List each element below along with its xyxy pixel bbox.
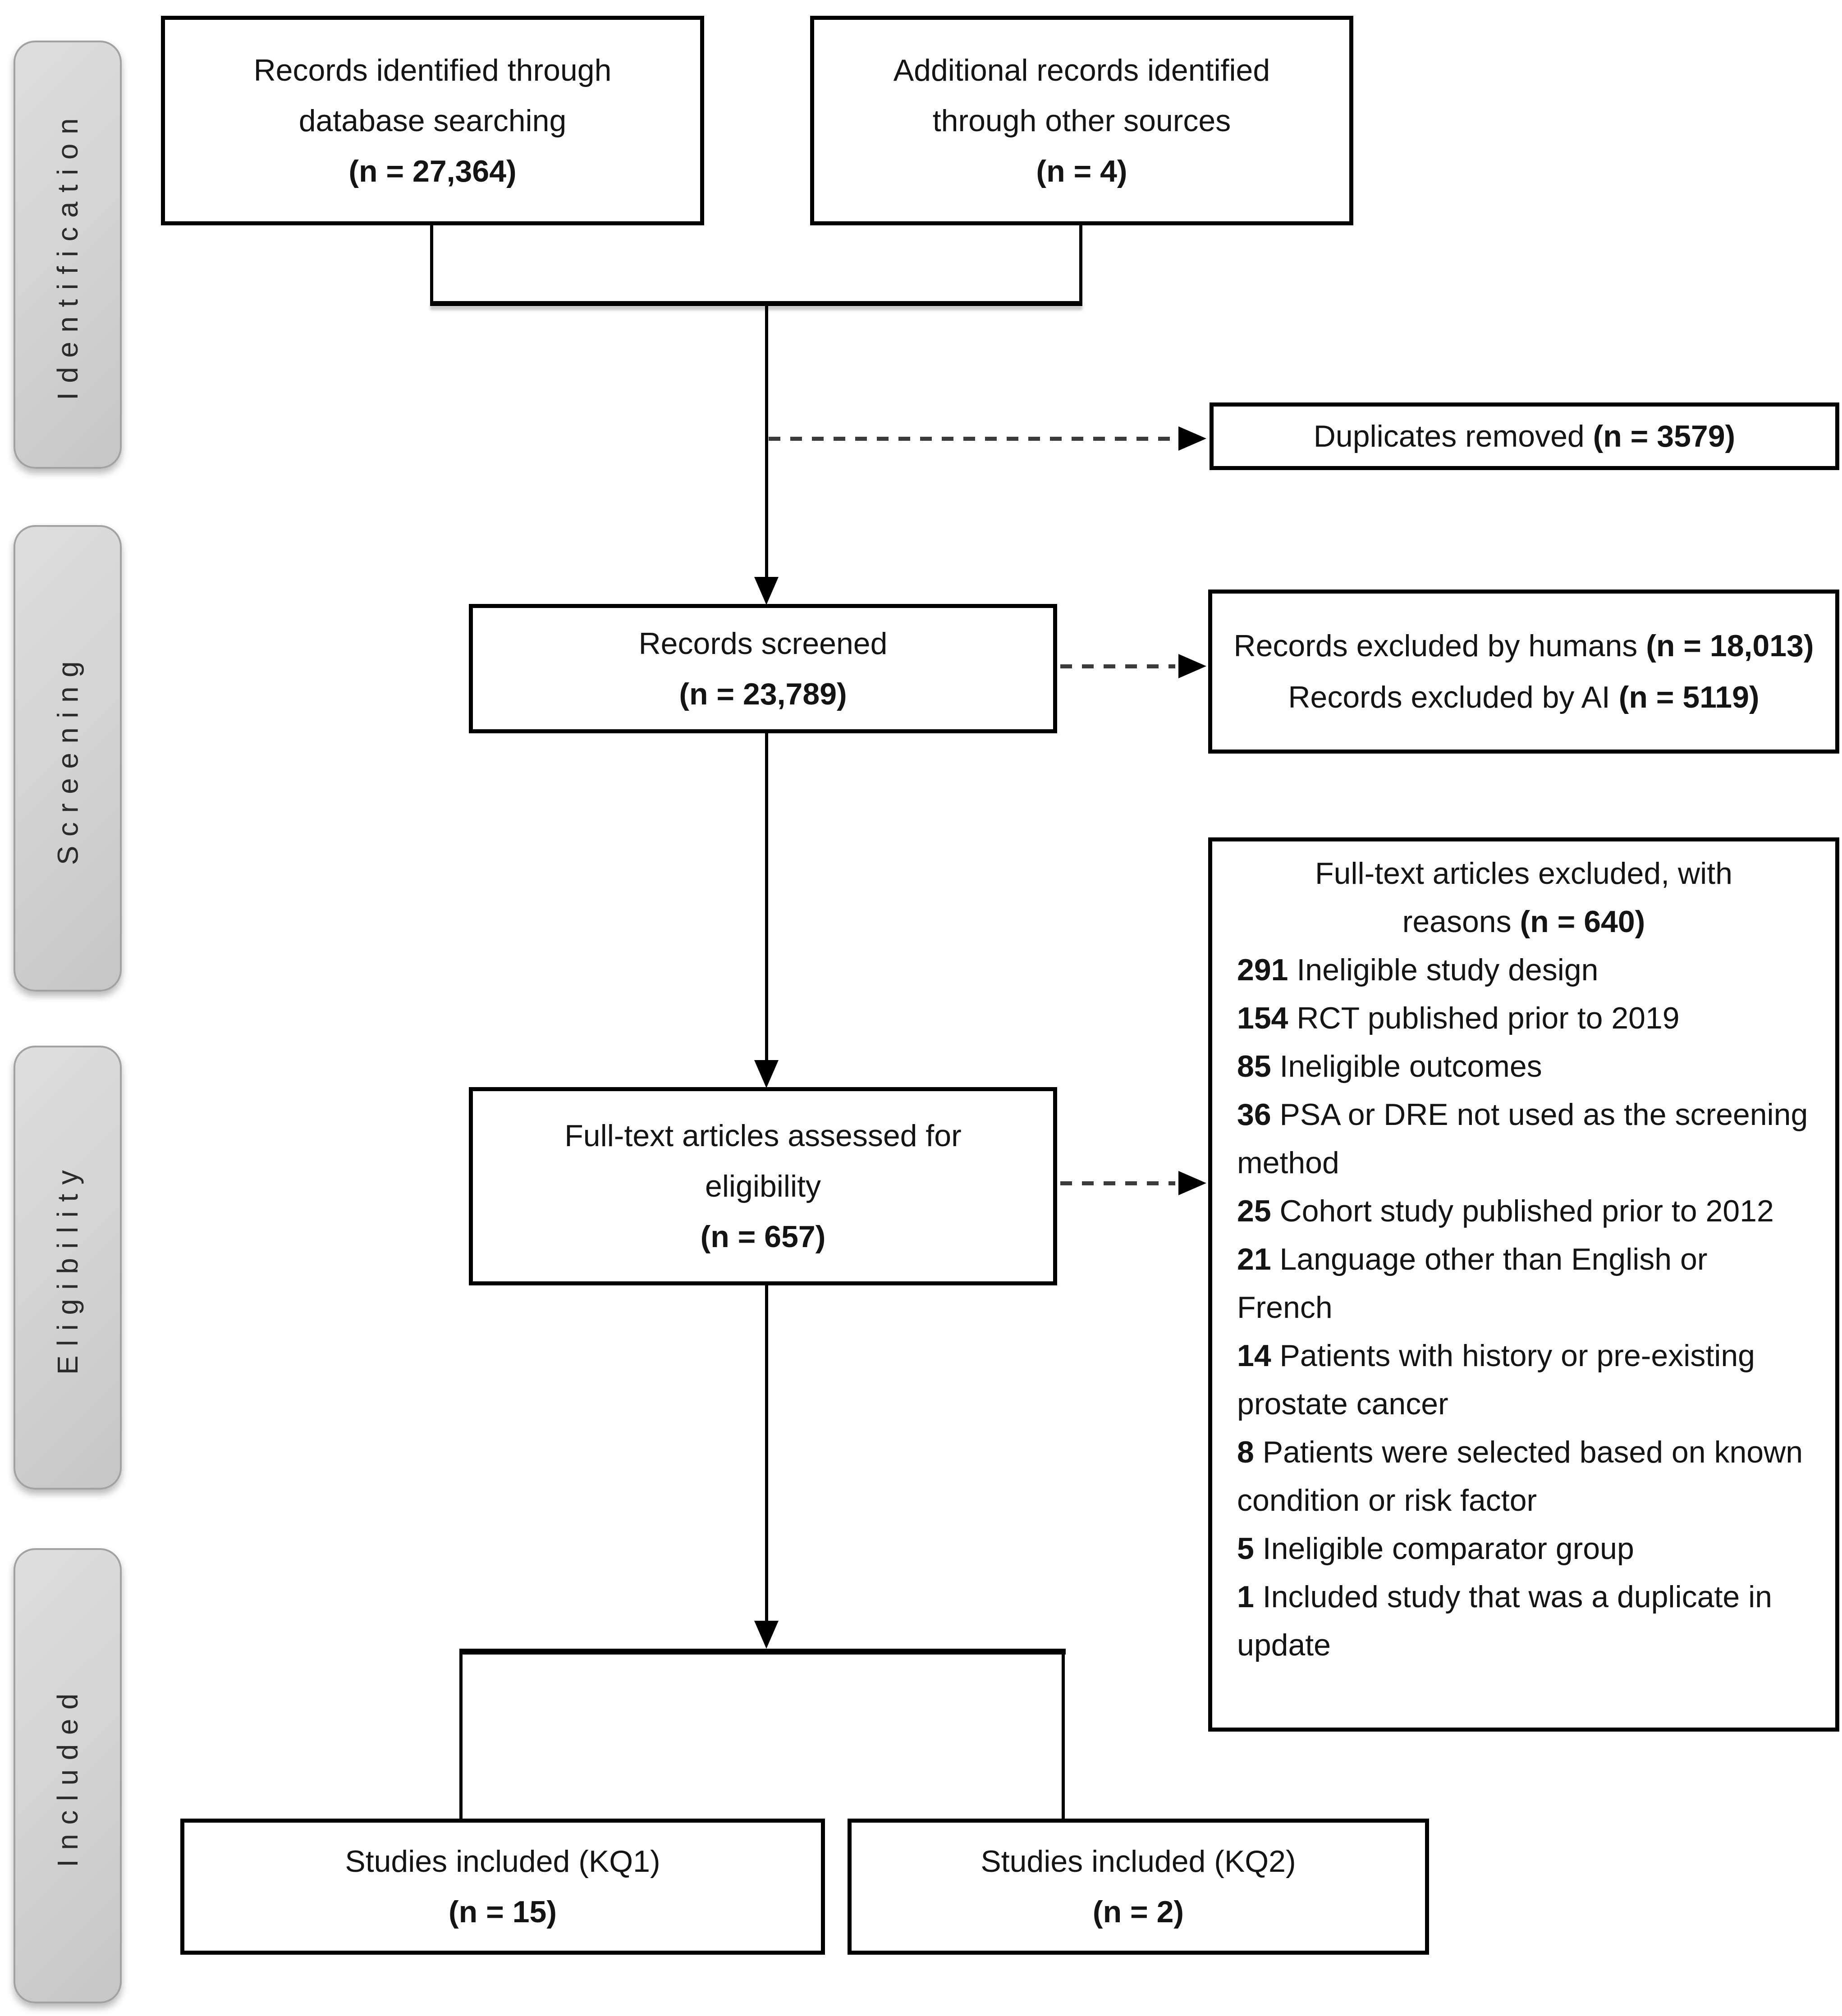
dashed-connector <box>1060 664 1175 668</box>
dashed-connector <box>769 437 1174 441</box>
stage-label-included-text: Included <box>51 1684 84 1867</box>
box-records-screened: Records screened (n = 23,789) <box>469 604 1057 733</box>
connector-line <box>1062 1653 1065 1820</box>
exclusion-reason: 291 Ineligible study design <box>1237 953 1599 987</box>
stage-label-eligibility: Eligibility <box>14 1046 122 1490</box>
box-n-value: (n = 5119) <box>1618 680 1760 714</box>
box-text-line: Records identified through <box>253 53 612 87</box>
exclusion-reason: 154 RCT published prior to 2019 <box>1237 1001 1680 1035</box>
box-n-value: (n = 2) <box>1092 1895 1184 1929</box>
arrowhead-down-icon <box>754 1621 779 1649</box>
box-records-identified-database: Records identified through database sear… <box>161 16 704 225</box>
connector-line <box>765 1285 768 1622</box>
arrowhead-down-icon <box>754 577 779 605</box>
exclusion-reason: 1 Included study that was a duplicate in… <box>1237 1580 1772 1662</box>
box-duplicates-removed: Duplicates removed (n = 3579) <box>1210 402 1839 470</box>
arrowhead-right-icon <box>1178 1171 1206 1195</box>
box-text-line: Records excluded by AI (n = 5119) <box>1288 672 1759 723</box>
box-text-line: Studies included (KQ2) <box>981 1844 1296 1879</box>
box-fulltext-excluded: Full-text articles excluded, with reason… <box>1208 837 1839 1732</box>
connector-line <box>1079 224 1082 306</box>
connector-merge-line <box>430 301 1082 306</box>
stage-label-identification: Identification <box>14 41 122 469</box>
box-n-value: (n = 640) <box>1520 905 1645 939</box>
box-fulltext-assessed: Full-text articles assessed for eligibil… <box>469 1087 1057 1285</box>
box-label: Records excluded by AI <box>1288 680 1619 714</box>
stage-label-identification-text: Identification <box>51 109 84 401</box>
stage-label-included: Included <box>14 1548 122 2003</box>
exclusion-reason: 14 Patients with history or pre-existing… <box>1237 1339 1755 1421</box>
exclusion-reason: 8 Patients were selected based on known … <box>1237 1435 1803 1518</box>
box-label: reasons <box>1402 905 1520 939</box>
exclusion-reason: 85 Ineligible outcomes <box>1237 1049 1542 1083</box>
box-studies-included-kq2: Studies included (KQ2) (n = 2) <box>848 1819 1429 1955</box>
exclusion-reason: 25 Cohort study published prior to 2012 <box>1237 1194 1774 1228</box>
box-text-line: eligibility <box>705 1169 821 1203</box>
box-text-line: through other sources <box>932 103 1231 138</box>
connector-line <box>765 304 768 579</box>
exclusion-reason: 36 PSA or DRE not used as the screening … <box>1237 1097 1808 1180</box>
box-text-line: Full-text articles assessed for <box>564 1119 962 1153</box>
box-title-line: reasons (n = 640) <box>1237 898 1810 946</box>
box-n-value: (n = 3579) <box>1593 419 1736 453</box>
box-text-line: Records excluded by humans (n = 18,013) <box>1233 620 1814 672</box>
arrowhead-down-icon <box>754 1060 779 1088</box>
box-additional-records: Additional records identified through ot… <box>810 16 1353 225</box>
box-text-line: Additional records identified <box>893 53 1270 87</box>
box-n-value: (n = 27,364) <box>348 154 517 188</box>
box-n-value: (n = 18,013) <box>1646 629 1814 663</box>
stage-label-screening-text: Screening <box>51 652 84 865</box>
box-label: Records excluded by humans <box>1233 629 1646 663</box>
box-text-line: Studies included (KQ1) <box>345 1844 660 1879</box>
exclusion-reason: 5 Ineligible comparator group <box>1237 1531 1634 1566</box>
box-label: Duplicates removed <box>1313 419 1593 453</box>
connector-line <box>459 1653 463 1820</box>
box-text-line: database searching <box>298 103 567 138</box>
stage-label-screening: Screening <box>14 525 122 992</box>
box-text-line: Records screened <box>638 626 888 661</box>
connector-line <box>765 733 768 1061</box>
exclusion-reason: 21 Language other than English or French <box>1237 1242 1708 1325</box>
split-bracket-line <box>459 1649 1066 1655</box>
box-n-value: (n = 15) <box>449 1895 557 1929</box>
box-n-value: (n = 4) <box>1036 154 1127 188</box>
arrowhead-right-icon <box>1178 654 1206 678</box>
box-text-line: Duplicates removed (n = 3579) <box>1314 411 1735 462</box>
dashed-connector <box>1060 1181 1175 1185</box>
box-records-excluded: Records excluded by humans (n = 18,013) … <box>1208 590 1839 754</box>
arrowhead-right-icon <box>1178 426 1206 451</box>
stage-label-eligibility-text: Eligibility <box>51 1161 84 1375</box>
box-title-line: Full-text articles excluded, with <box>1315 856 1732 891</box>
box-studies-included-kq1: Studies included (KQ1) (n = 15) <box>180 1819 825 1955</box>
box-n-value: (n = 23,789) <box>679 677 847 711</box>
connector-line <box>430 224 433 306</box>
box-n-value: (n = 657) <box>700 1220 826 1254</box>
